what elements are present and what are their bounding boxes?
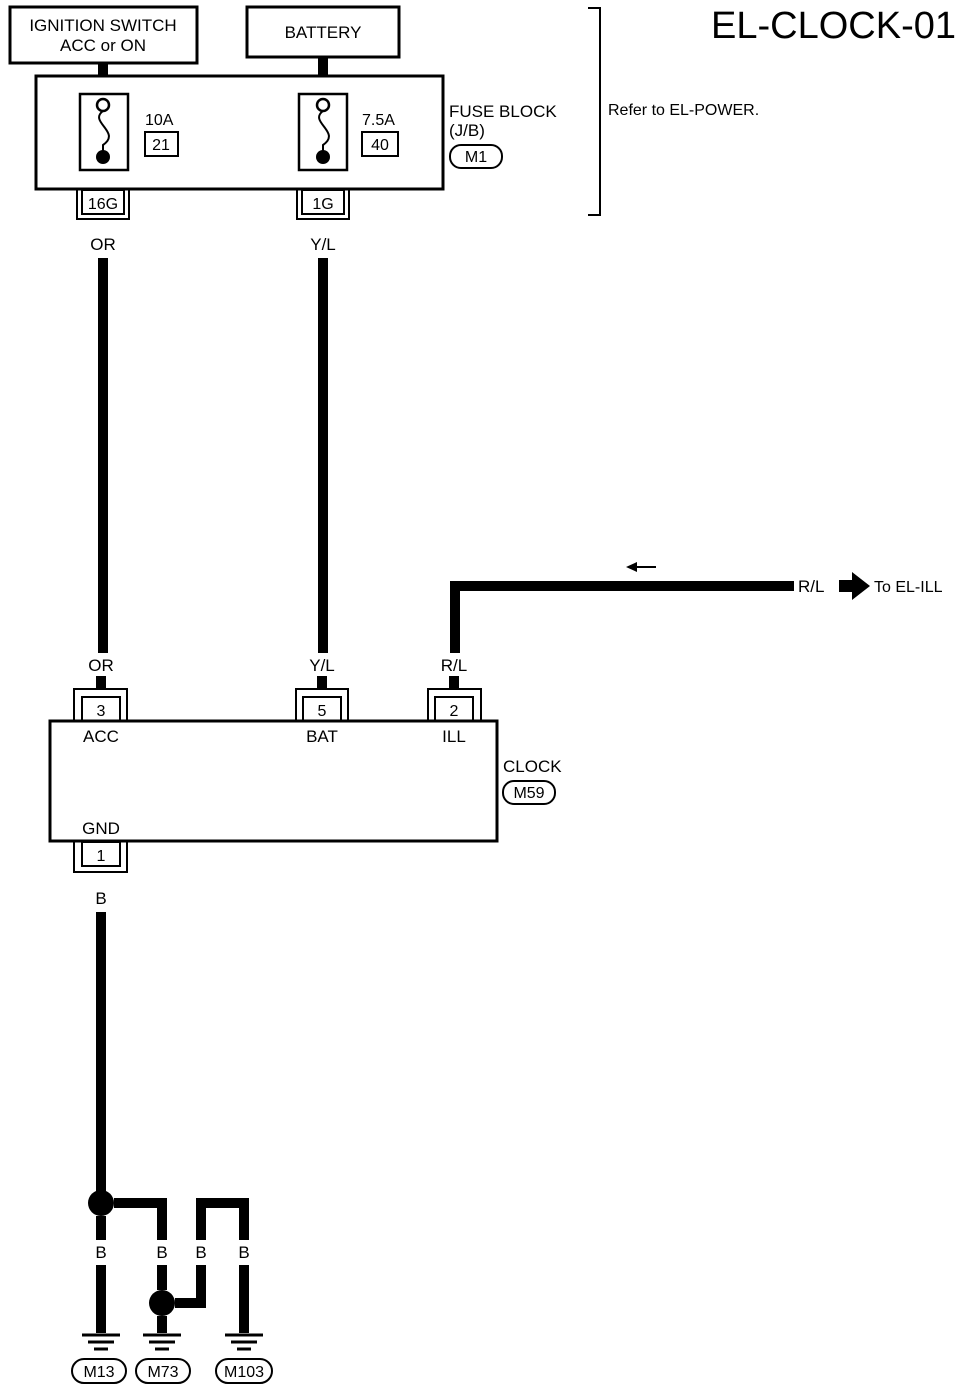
ignition-switch-sublabel: ACC or ON [60, 36, 146, 55]
svg-text:1: 1 [97, 848, 106, 865]
ground-symbol-icon [143, 1333, 181, 1351]
splice-point [88, 1190, 114, 1216]
ignition-switch-label: IGNITION SWITCH [29, 16, 176, 35]
fuse-21-number: 21 [152, 137, 170, 154]
ground-wire-label-2: B [156, 1243, 167, 1262]
svg-text:2: 2 [450, 703, 459, 720]
refer-bracket [588, 7, 601, 216]
fuse-block-sublabel: (J/B) [449, 121, 485, 140]
fuse-21-amp: 10A [145, 112, 174, 129]
refer-note: Refer to EL-POWER. [608, 102, 759, 119]
clock-connector: M59 [502, 780, 556, 805]
wire-label-yl-bottom: Y/L [309, 656, 335, 675]
wire-label-b-gnd: B [95, 889, 106, 908]
ground-connector-m73: M73 [135, 1358, 191, 1384]
fuse-block-label: FUSE BLOCK [449, 102, 557, 121]
ground-wire-label-3: B [195, 1243, 206, 1262]
wire-label-rl-bottom: R/L [441, 656, 467, 675]
wire-label-yl-top: Y/L [310, 235, 336, 254]
battery-box: BATTERY [245, 5, 401, 59]
clock-pin-5: 5 [295, 688, 349, 722]
svg-text:16G: 16G [88, 196, 118, 213]
to-el-ill-label: To EL-ILL [874, 579, 943, 596]
pin-label-ill: ILL [442, 727, 466, 746]
terminal-1G: 1G [296, 189, 350, 220]
wire-label-or-bottom: OR [88, 656, 114, 675]
svg-text:M13: M13 [83, 1364, 114, 1381]
arrow-right-icon [839, 572, 870, 600]
diagram-title: EL-CLOCK-01 [711, 5, 956, 47]
svg-text:M59: M59 [513, 785, 544, 802]
fuse-block: 10A 21 7.5A 40 [34, 74, 445, 191]
fuse-40-number: 40 [371, 137, 389, 154]
wire-label-rl-right: R/L [798, 577, 824, 596]
svg-text:5: 5 [318, 703, 327, 720]
ground-connector-m103: M103 [215, 1358, 273, 1384]
clock-pin-1: 1 [73, 841, 128, 873]
pin-label-gnd: GND [82, 819, 120, 838]
wire-rl [450, 581, 794, 653]
ground-symbol-icon [82, 1333, 120, 1351]
wire-label-or-top: OR [90, 235, 116, 254]
ground-wire-label-4: B [238, 1243, 249, 1262]
ground-wire-label-1: B [95, 1243, 106, 1262]
svg-text:M103: M103 [224, 1364, 264, 1381]
ground-connector-m13: M13 [71, 1358, 127, 1384]
pin-label-acc: ACC [83, 727, 119, 746]
fuse-40: 7.5A 40 [297, 92, 399, 172]
pin-label-bat: BAT [306, 727, 338, 746]
ground-symbol-icon [225, 1333, 263, 1351]
fuse-block-connector: M1 [449, 144, 503, 169]
direction-arrow-icon [626, 562, 656, 572]
battery-label: BATTERY [285, 23, 362, 42]
svg-text:3: 3 [97, 703, 106, 720]
fuse-40-amp: 7.5A [362, 112, 395, 129]
splice-point-2 [149, 1290, 175, 1316]
svg-text:M1: M1 [465, 149, 487, 166]
svg-text:1G: 1G [312, 196, 333, 213]
svg-text:M73: M73 [147, 1364, 178, 1381]
clock-pin-3: 3 [73, 688, 128, 722]
ignition-switch-box: IGNITION SWITCH ACC or ON [8, 5, 199, 65]
clock-label: CLOCK [503, 757, 562, 776]
terminal-16G: 16G [76, 189, 130, 220]
fuse-21: 10A 21 [78, 92, 179, 172]
clock-pin-2: 2 [427, 688, 482, 722]
clock-unit: ACC BAT ILL GND [48, 719, 499, 843]
